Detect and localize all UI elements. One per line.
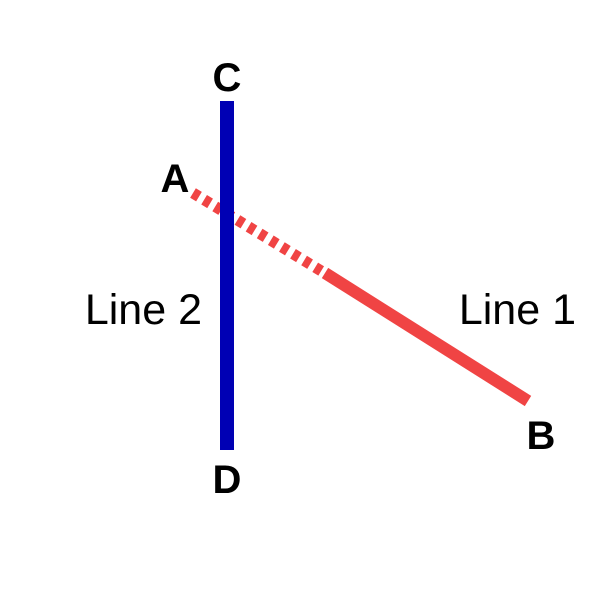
line-1-label: Line 1 [459,286,576,334]
line-1-dashed-segment [190,188,326,277]
point-label-a: A [161,157,190,201]
point-label-d: D [213,458,242,502]
line-2-label: Line 2 [85,286,202,334]
point-label-b: B [527,414,556,458]
point-label-c: C [213,56,242,100]
line-1-solid-segment [321,267,532,407]
